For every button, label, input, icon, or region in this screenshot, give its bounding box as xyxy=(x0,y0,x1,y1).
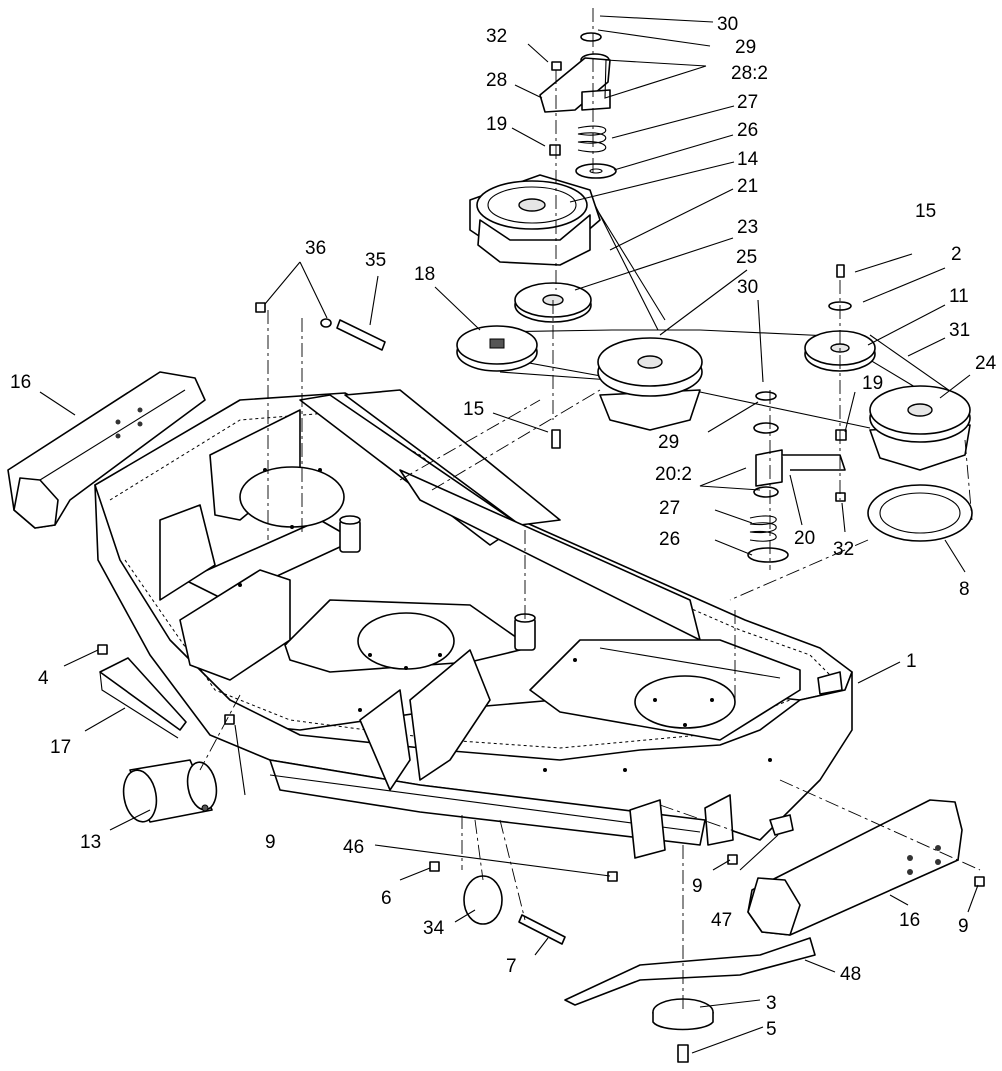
leader-lines xyxy=(39,15,979,1054)
callout-29: 29 xyxy=(658,432,679,453)
idler-stack-top xyxy=(539,32,617,179)
callout-47: 47 xyxy=(711,910,732,931)
callout-9: 9 xyxy=(265,832,276,853)
callout-36: 36 xyxy=(305,238,326,259)
callout-28: 28 xyxy=(486,70,507,91)
callout-28-2: 28:2 xyxy=(731,63,768,84)
anti-scalp-roller xyxy=(122,759,218,823)
callout-19: 19 xyxy=(486,114,507,135)
callout-labels: 30 32 29 28 28:2 27 19 26 14 21 36 35 23… xyxy=(10,14,997,1040)
callout-16: 16 xyxy=(10,372,31,393)
callout-23: 23 xyxy=(737,217,758,238)
callout-18: 18 xyxy=(414,264,435,285)
callout-1: 1 xyxy=(906,651,917,672)
callout-3: 3 xyxy=(766,993,777,1014)
callout-46: 46 xyxy=(343,837,364,858)
left-bumper xyxy=(7,371,206,529)
callout-7: 7 xyxy=(506,956,517,977)
callout-27: 27 xyxy=(659,498,680,519)
callout-15: 15 xyxy=(463,399,484,420)
callout-14: 14 xyxy=(737,149,759,170)
callout-4: 4 xyxy=(38,668,49,689)
idler-stack-right xyxy=(551,264,852,563)
belt-drive-assembly xyxy=(456,174,973,542)
callout-9: 9 xyxy=(958,916,969,937)
callout-30: 30 xyxy=(737,277,758,298)
callout-20-2: 20:2 xyxy=(655,464,692,485)
callout-13: 13 xyxy=(80,832,101,853)
callout-26: 26 xyxy=(659,529,680,550)
callout-9: 9 xyxy=(692,876,703,897)
loose-hardware xyxy=(97,302,985,945)
callout-34: 34 xyxy=(423,918,445,939)
callout-16: 16 xyxy=(899,910,920,931)
callout-2: 2 xyxy=(951,244,962,265)
blade-assembly xyxy=(564,937,816,1063)
callout-11: 11 xyxy=(949,286,969,307)
deck-housing xyxy=(94,389,853,859)
callout-21: 21 xyxy=(737,176,758,197)
callout-8: 8 xyxy=(959,579,970,600)
callout-26: 26 xyxy=(737,120,758,141)
callout-25: 25 xyxy=(736,247,757,268)
callout-29: 29 xyxy=(735,37,756,58)
callout-35: 35 xyxy=(365,250,386,271)
callout-30: 30 xyxy=(717,14,738,35)
callout-32: 32 xyxy=(833,539,854,560)
callout-48: 48 xyxy=(840,964,861,985)
callout-27: 27 xyxy=(737,92,758,113)
callout-20: 20 xyxy=(794,528,815,549)
callout-15: 15 xyxy=(915,201,936,222)
callout-5: 5 xyxy=(766,1019,777,1040)
callout-6: 6 xyxy=(381,888,392,909)
callout-17: 17 xyxy=(50,737,71,758)
assembly-centerlines xyxy=(199,8,981,1010)
callout-19: 19 xyxy=(862,373,883,394)
callout-24: 24 xyxy=(975,353,997,374)
roller-axle xyxy=(99,657,187,739)
callout-31: 31 xyxy=(949,320,970,341)
callout-32: 32 xyxy=(486,26,507,47)
